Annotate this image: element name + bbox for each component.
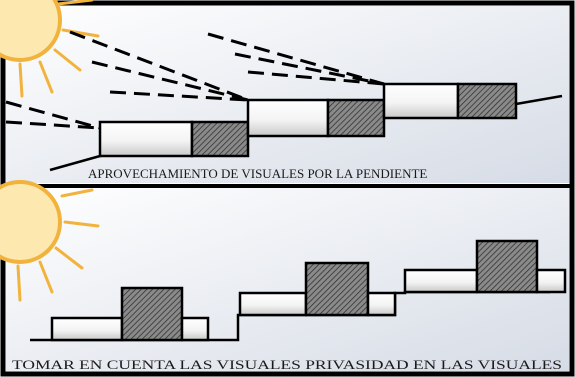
caption-privacy: TOMAR EN CUENTA LAS VISUALES PRIVASIDAD …: [12, 357, 562, 372]
sun-icon: [0, 180, 100, 302]
house-2: [246, 98, 386, 138]
house-3: [382, 82, 518, 120]
sight-lines: [5, 30, 385, 130]
caption-slope: APROVECHAMIENTO DE VISUALES POR LA PENDI…: [88, 166, 427, 181]
house-1: [98, 120, 250, 158]
house-3: [403, 239, 567, 294]
panel-slope: APROVECHAMIENTO DE VISUALES POR LA PENDI…: [0, 0, 569, 183]
house-2: [238, 261, 397, 317]
house-1: [50, 286, 210, 342]
panel-privacy: TOMAR EN CUENTA LAS VISUALES PRIVASIDAD …: [0, 180, 569, 372]
sun-icon: [0, 0, 100, 98]
